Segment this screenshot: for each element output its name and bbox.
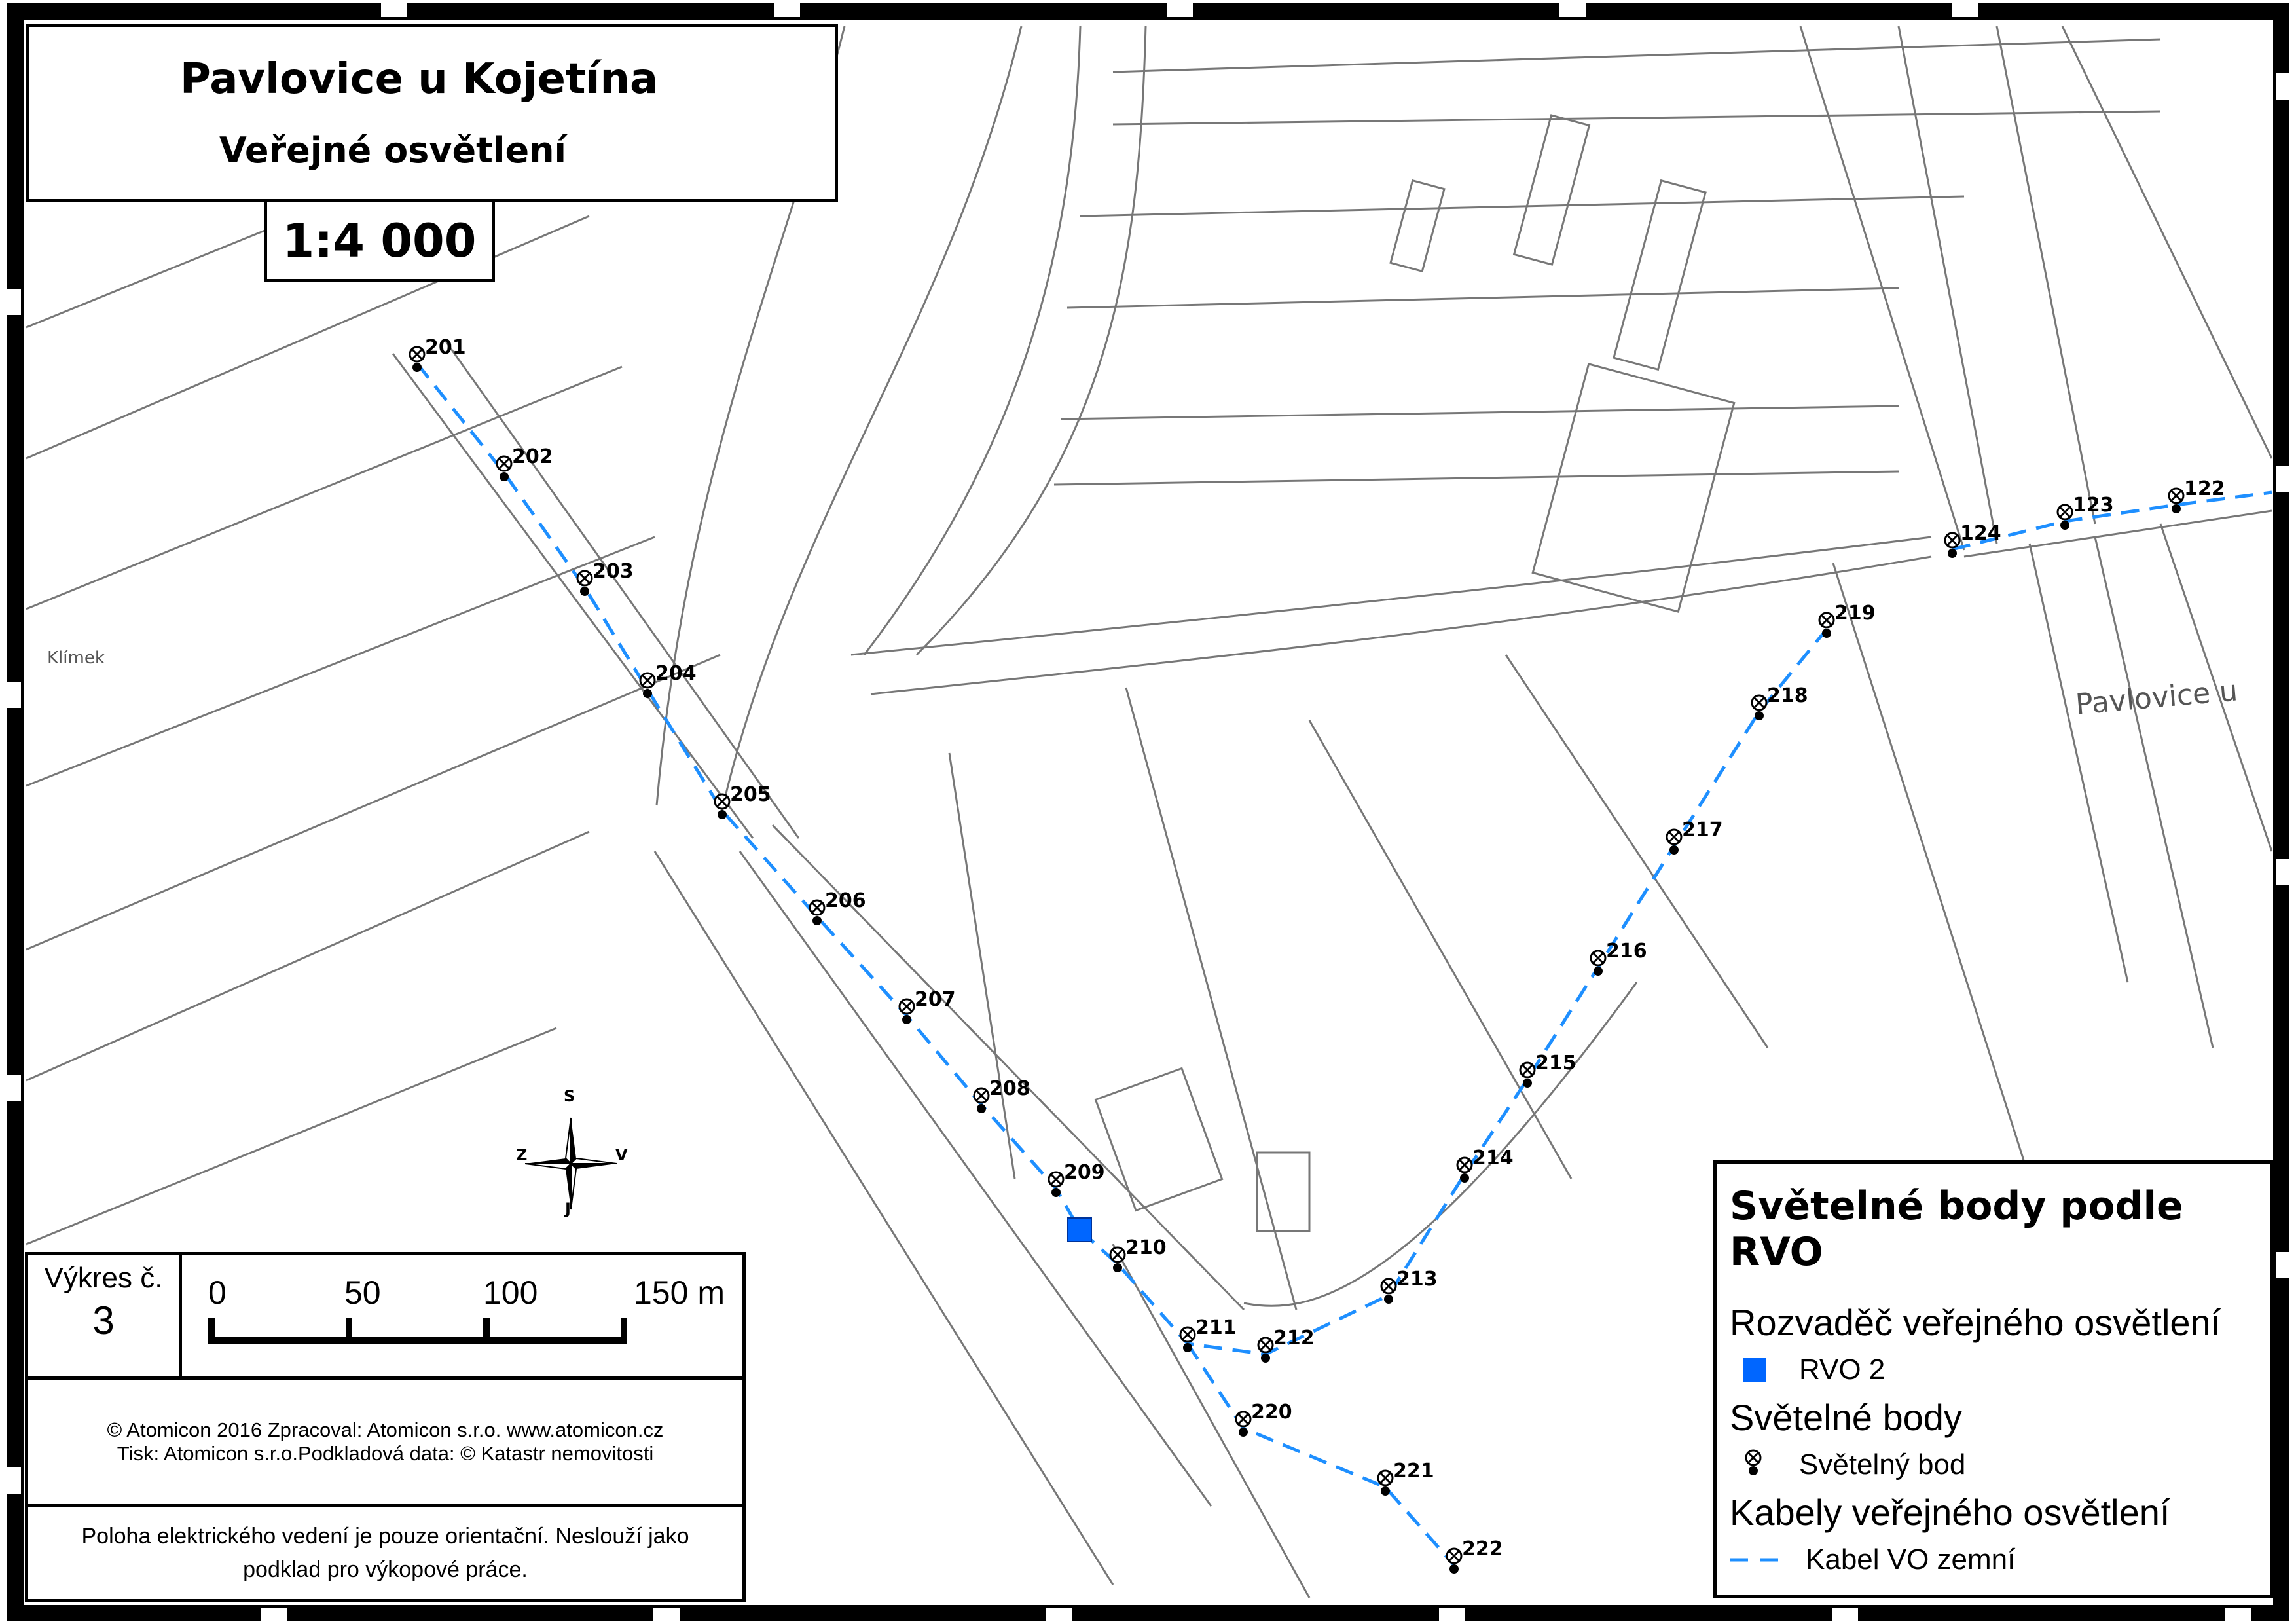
cable-layer — [416, 362, 2272, 1566]
light-point-211[interactable] — [1179, 1326, 1196, 1352]
credits-line2: Tisk: Atomicon s.r.o.Podkladová data: © … — [117, 1442, 654, 1465]
light-point-label: 201 — [425, 336, 466, 359]
legend-section-points: Světelné body — [1730, 1397, 1962, 1438]
light-point-label: 122 — [2184, 477, 2225, 500]
light-point-124[interactable] — [1944, 532, 1961, 558]
light-point-label: 216 — [1606, 940, 1647, 963]
legend-point-label: Světelný bod — [1799, 1449, 1966, 1481]
light-point-label: 209 — [1064, 1161, 1105, 1184]
light-point-122[interactable] — [2168, 487, 2185, 513]
light-point-218[interactable] — [1751, 694, 1768, 720]
light-point-label: 217 — [1682, 819, 1723, 841]
note-box: Poloha elektrického vedení je pouze orie… — [25, 1504, 746, 1602]
light-point-204[interactable] — [639, 672, 656, 698]
light-point-217[interactable] — [1666, 828, 1683, 855]
legend-section-cables: Kabely veřejného osvětlení — [1730, 1492, 2170, 1533]
light-point-label: 204 — [655, 662, 697, 685]
legend-item-point: Světelný bod — [1730, 1449, 2257, 1481]
legend-item-rvo: RVO 2 — [1730, 1354, 2257, 1386]
compass-e: V — [615, 1146, 628, 1164]
rvo-2-marker[interactable] — [1067, 1217, 1092, 1242]
cable-line[interactable] — [416, 362, 1828, 1356]
note-text: Poloha elektrického vedení je pouze orie… — [81, 1524, 689, 1582]
drawing-number-box: Výkres č. 3 — [25, 1252, 182, 1380]
light-point-icon — [1745, 1449, 1762, 1475]
scale-ratio: 1:4 000 — [282, 213, 477, 268]
map-subtitle: Veřejné osvětlení — [219, 130, 567, 171]
light-point-123[interactable] — [2056, 504, 2073, 530]
light-point-label: 221 — [1393, 1460, 1434, 1483]
scalebar-tick-150: 150 m — [634, 1274, 725, 1311]
light-point-213[interactable] — [1380, 1278, 1397, 1304]
light-point-216[interactable] — [1590, 950, 1607, 976]
light-point-label: 220 — [1251, 1401, 1292, 1424]
scalebar-tick-50: 50 — [344, 1274, 381, 1311]
light-point-215[interactable] — [1519, 1061, 1536, 1088]
light-point-label: 207 — [915, 988, 956, 1011]
light-point-208[interactable] — [973, 1087, 990, 1113]
blue-square-icon — [1743, 1358, 1766, 1382]
drawing-label: Výkres č. — [44, 1262, 163, 1294]
compass-rose — [524, 1117, 617, 1210]
legend-item-cable: Kabel VO zemní — [1730, 1543, 2257, 1576]
credits-line1: © Atomicon 2016 Zpracoval: Atomicon s.r.… — [107, 1418, 664, 1441]
credits-box: © Atomicon 2016 Zpracoval: Atomicon s.r.… — [25, 1376, 746, 1507]
light-point-210[interactable] — [1109, 1246, 1126, 1272]
light-point-220[interactable] — [1235, 1411, 1252, 1437]
scale-box: 1:4 000 — [264, 199, 495, 282]
drawing-number: 3 — [92, 1299, 115, 1342]
light-point-label: 206 — [825, 889, 866, 912]
legend-title: Světelné body podle RVO — [1730, 1183, 2183, 1275]
light-point-label: 202 — [512, 445, 553, 468]
cable-line[interactable] — [1186, 1342, 1455, 1566]
light-point-label: 123 — [2073, 494, 2114, 517]
scalebar-tick-0: 0 — [208, 1274, 227, 1311]
dashed-cable-icon — [1730, 1558, 1782, 1562]
light-point-label: 205 — [730, 783, 771, 806]
title-box: Pavlovice u Kojetína Veřejné osvětlení — [26, 24, 838, 202]
light-point-203[interactable] — [576, 570, 593, 596]
scale-bar-box: 0 50 100 150 m — [179, 1252, 746, 1380]
light-point-label: 211 — [1195, 1316, 1237, 1339]
light-point-label: 214 — [1472, 1147, 1514, 1170]
light-point-219[interactable] — [1818, 612, 1835, 638]
light-point-221[interactable] — [1377, 1469, 1394, 1496]
legend: Světelné body podle RVO Rozvaděč veřejné… — [1713, 1160, 2273, 1598]
legend-section-rvo: Rozvaděč veřejného osvětlení — [1730, 1302, 2221, 1343]
light-point-222[interactable] — [1446, 1547, 1463, 1574]
legend-cable-label: Kabel VO zemní — [1806, 1543, 2016, 1576]
light-point-212[interactable] — [1257, 1337, 1274, 1363]
scalebar-tick-100: 100 — [483, 1274, 538, 1311]
light-point-202[interactable] — [496, 455, 513, 481]
light-point-label: 203 — [592, 560, 634, 583]
compass-n: S — [564, 1087, 575, 1105]
light-point-label: 218 — [1767, 684, 1808, 707]
light-point-207[interactable] — [898, 998, 915, 1024]
light-point-label: 212 — [1273, 1327, 1315, 1350]
light-point-201[interactable] — [409, 346, 426, 372]
light-point-label: 208 — [989, 1077, 1030, 1100]
light-point-214[interactable] — [1456, 1156, 1473, 1183]
light-point-label: 210 — [1125, 1236, 1167, 1259]
light-point-label: 219 — [1834, 602, 1876, 625]
scale-bar — [208, 1318, 627, 1344]
light-points-layer — [409, 346, 2185, 1574]
place-label-klimek: Klímek — [47, 648, 105, 668]
cable-line[interactable] — [1952, 490, 2272, 551]
light-point-label: 215 — [1535, 1052, 1576, 1075]
map-title: Pavlovice u Kojetína — [180, 55, 659, 103]
light-point-label: 213 — [1396, 1268, 1438, 1291]
light-point-label: 124 — [1960, 522, 2001, 545]
frame — [7, 3, 2289, 1621]
light-point-label: 222 — [1462, 1538, 1503, 1560]
compass-s: J — [565, 1200, 571, 1218]
light-point-206[interactable] — [809, 899, 826, 925]
compass-w: Z — [516, 1146, 528, 1164]
light-point-209[interactable] — [1048, 1171, 1065, 1197]
light-point-205[interactable] — [714, 793, 731, 819]
legend-rvo-label: RVO 2 — [1799, 1354, 1886, 1386]
